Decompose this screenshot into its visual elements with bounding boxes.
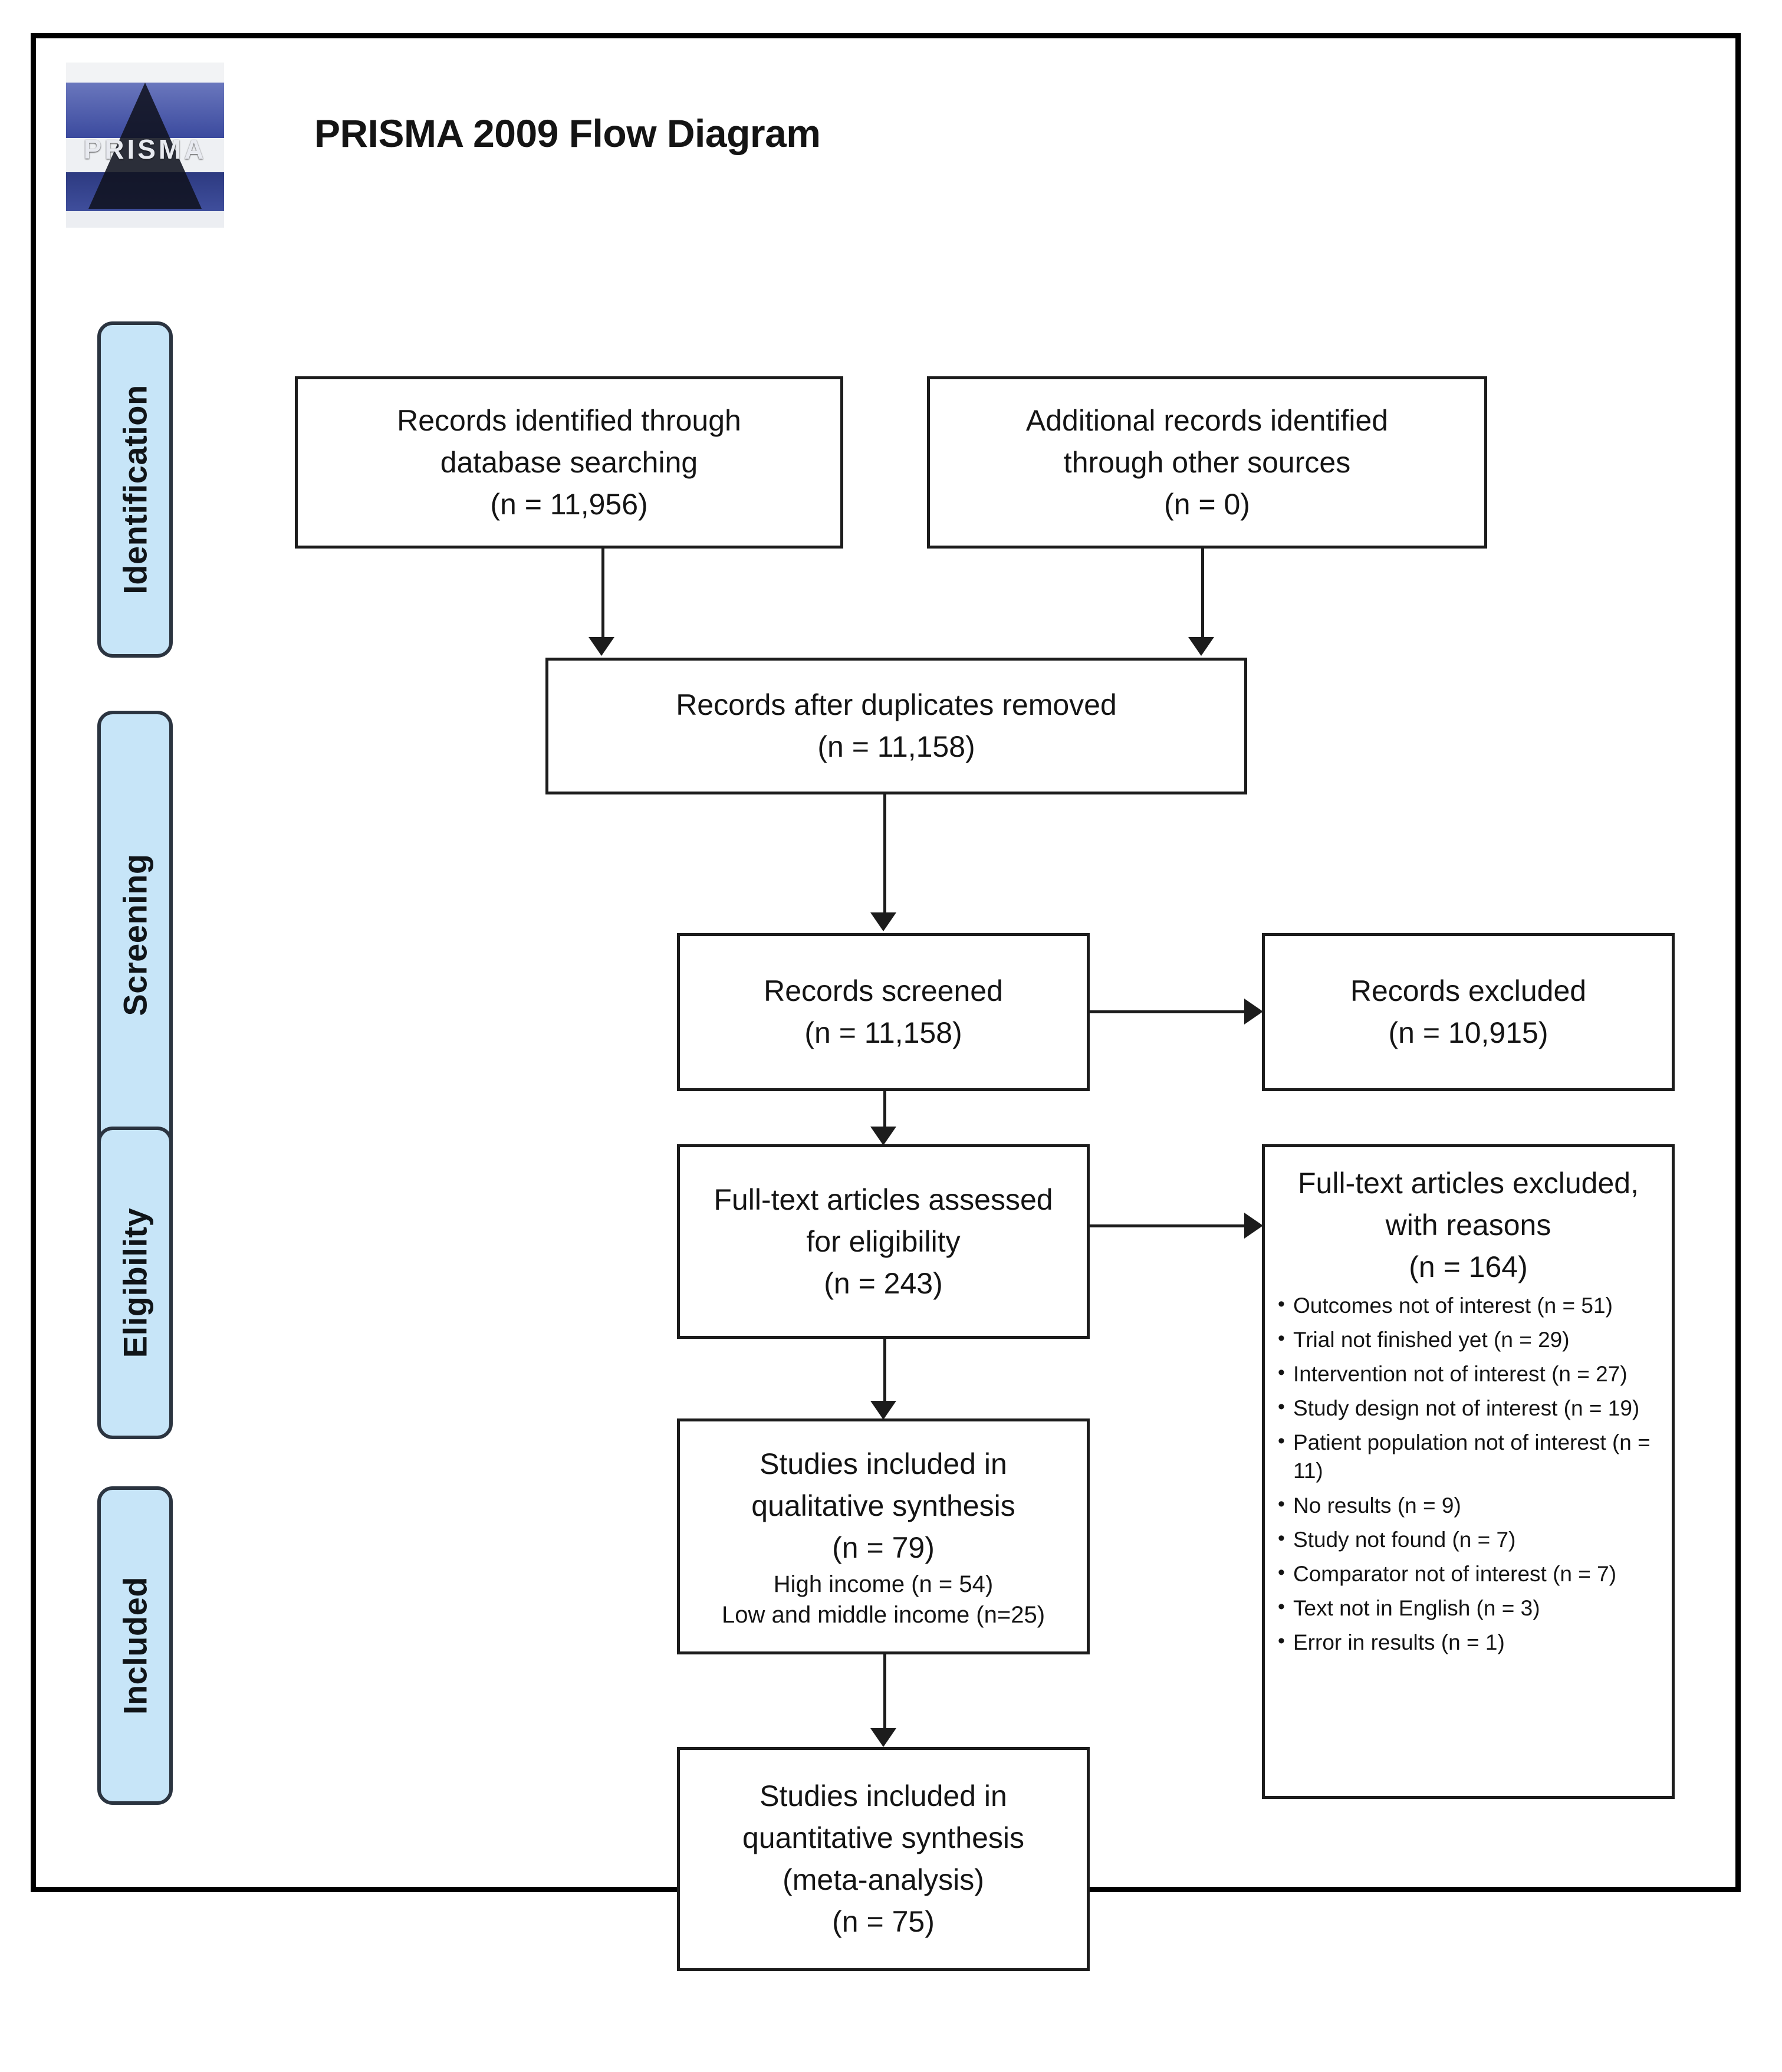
list-item: Patient population not of interest (n = … [1275,1428,1661,1485]
connector-arrow [870,1728,896,1747]
box-line: Studies included in [760,1779,1007,1812]
list-item: Error in results (n = 1) [1275,1628,1661,1657]
stage-label-screening: Screening [97,711,173,1159]
connector-line [883,1091,886,1127]
box-line: qualitative synthesis [751,1489,1015,1522]
connector-arrow [1244,999,1263,1024]
box-records-identified-database: Records identified through database sear… [295,376,843,549]
connector-line [883,1654,886,1728]
connector-line [601,549,604,637]
connector-arrow [1188,637,1214,656]
box-line: with reasons [1385,1209,1551,1242]
connector-arrow [870,1401,896,1420]
box-line: for eligibility [806,1224,961,1258]
box-count: (n = 11,158) [804,1016,962,1049]
connector-line [1201,549,1204,637]
box-quantitative-synthesis: Studies included in quantitative synthes… [677,1747,1090,1971]
box-records-excluded: Records excluded (n = 10,915) [1262,933,1675,1091]
box-count: (n = 0) [1164,487,1250,521]
box-records-screened: Records screened (n = 11,158) [677,933,1090,1091]
box-count: (n = 11,956) [490,487,648,521]
stage-label-included: Included [97,1486,173,1805]
list-item: Intervention not of interest (n = 27) [1275,1360,1661,1388]
exclusion-reasons-list: Outcomes not of interest (n = 51) Trial … [1275,1291,1661,1657]
box-additional-records-other-sources: Additional records identified through ot… [927,376,1487,549]
box-line: Additional records identified [1025,403,1389,437]
box-records-after-duplicates: Records after duplicates removed (n = 11… [545,658,1247,794]
box-count: (n = 79) [832,1531,935,1564]
box-header: Full-text articles excluded, with reason… [1275,1163,1661,1288]
list-item: Comparator not of interest (n = 7) [1275,1559,1661,1588]
box-line: Records after duplicates removed [676,688,1117,721]
list-item: Text not in English (n = 3) [1275,1594,1661,1623]
stage-label-eligibility: Eligibility [97,1127,173,1439]
connector-line [1090,1224,1255,1227]
box-count: (n = 243) [824,1266,943,1300]
box-count: (n = 75) [832,1905,935,1938]
box-line: Studies included in [760,1447,1007,1480]
connector-arrow [588,637,614,656]
page-title: PRISMA 2009 Flow Diagram [314,111,821,155]
box-fulltext-excluded-with-reasons: Full-text articles excluded, with reason… [1262,1144,1675,1799]
prisma-logo: PRISMA [66,63,224,228]
connector-arrow [870,1127,896,1145]
box-subline-high-income: High income (n = 54) [773,1571,994,1597]
connector-line [883,794,886,912]
connector-arrow [1244,1213,1263,1239]
connector-line [883,1339,886,1401]
list-item: Study not found (n = 7) [1275,1525,1661,1554]
box-line: through other sources [1063,445,1351,479]
box-fulltext-assessed: Full-text articles assessed for eligibil… [677,1144,1090,1339]
box-qualitative-synthesis: Studies included in qualitative synthesi… [677,1418,1090,1654]
box-subline-low-middle-income: Low and middle income (n=25) [721,1601,1045,1628]
box-line: Full-text articles excluded, [1297,1167,1639,1200]
stage-label-identification: Identification [97,321,173,658]
box-line: (meta-analysis) [782,1863,984,1896]
connector-line [1090,1010,1255,1013]
stage-label-text: Included [116,1576,154,1715]
box-line: Full-text articles assessed [714,1183,1053,1216]
list-item: Study design not of interest (n = 19) [1275,1394,1661,1423]
stage-label-text: Eligibility [116,1207,154,1358]
box-line: Records excluded [1350,974,1587,1007]
logo-wordmark: PRISMA [83,134,207,165]
pyramid-icon [88,83,202,209]
box-line: Records screened [764,974,1003,1007]
box-count: (n = 164) [1409,1250,1528,1283]
box-count: (n = 10,915) [1388,1016,1548,1049]
list-item: Outcomes not of interest (n = 51) [1275,1291,1661,1320]
list-item: No results (n = 9) [1275,1491,1661,1520]
box-line: quantitative synthesis [742,1821,1025,1854]
connector-arrow [870,912,896,931]
stage-label-text: Identification [116,385,154,595]
box-line: database searching [440,445,698,479]
box-count: (n = 11,158) [817,730,975,763]
stage-label-text: Screening [116,853,154,1016]
box-line: Records identified through [397,403,741,437]
list-item: Trial not finished yet (n = 29) [1275,1325,1661,1354]
